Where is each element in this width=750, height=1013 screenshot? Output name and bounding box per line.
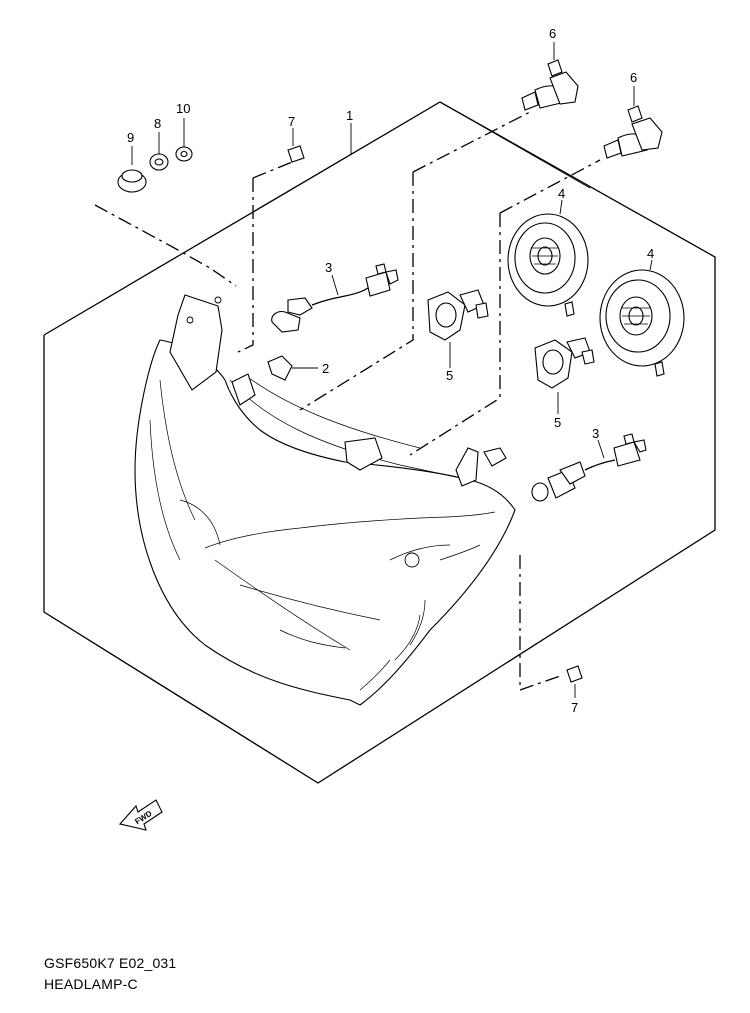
headlight-bulb-6-upper xyxy=(521,42,579,111)
model-code: GSF650K7 E02_031 xyxy=(44,955,177,971)
position-bulb-7-lower xyxy=(566,665,583,698)
section-name: HEADLAMP-C xyxy=(44,976,138,992)
callout-4-upper: 4 xyxy=(558,186,565,201)
callout-7-lower: 7 xyxy=(571,700,578,715)
callout-8: 8 xyxy=(154,116,161,131)
callout-5-lower: 5 xyxy=(554,415,561,430)
socket-cord-3-lower xyxy=(531,433,647,502)
socket-cord-3-upper xyxy=(271,263,399,333)
callout-5-upper: 5 xyxy=(446,368,453,383)
callout-6-upper: 6 xyxy=(549,26,556,41)
callout-3-upper: 3 xyxy=(325,260,332,275)
reflector-4-upper xyxy=(507,199,589,317)
callout-4-lower: 4 xyxy=(647,246,654,261)
callout-1: 1 xyxy=(346,108,353,123)
clip-nut-2 xyxy=(267,355,318,381)
collar-8 xyxy=(149,132,169,171)
fwd-direction-arrow: FWD xyxy=(118,799,163,831)
washer-10 xyxy=(175,118,193,162)
socket-holder-5-lower xyxy=(534,337,595,414)
callout-3-lower: 3 xyxy=(592,426,599,441)
assembly-guide-lines xyxy=(94,111,601,691)
socket-holder-5-upper xyxy=(427,289,489,368)
headlight-bulb-6-lower xyxy=(603,86,663,159)
callout-6-lower: 6 xyxy=(630,70,637,85)
callout-10: 10 xyxy=(176,101,190,116)
headlamp-housing xyxy=(134,294,516,706)
callout-7-upper: 7 xyxy=(288,114,295,129)
assembly-box xyxy=(43,101,716,784)
position-bulb-7-upper xyxy=(287,128,305,163)
callout-2: 2 xyxy=(322,361,329,376)
callout-9: 9 xyxy=(127,130,134,145)
grommet-9 xyxy=(117,146,147,193)
reflector-4-lower xyxy=(599,259,685,377)
